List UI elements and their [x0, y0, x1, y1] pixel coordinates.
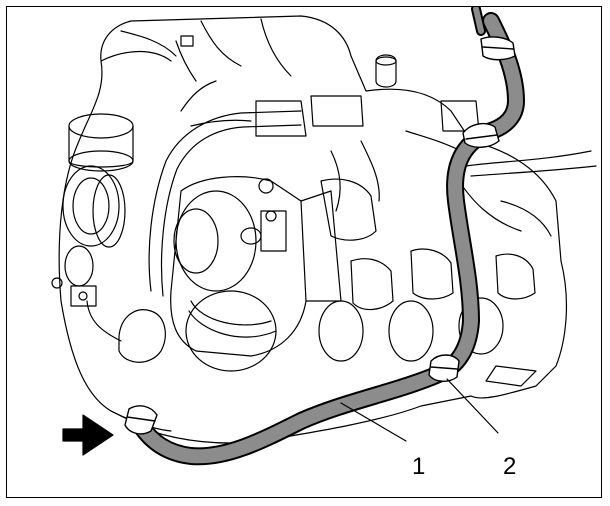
arrow-right-icon	[62, 414, 114, 456]
hose-fittings	[124, 36, 516, 435]
engine-illustration	[51, 7, 597, 466]
top-components	[175, 35, 480, 212]
leader-lines	[340, 378, 499, 442]
coolant-pipes	[86, 110, 302, 363]
actuator-housing	[170, 176, 342, 372]
hose-1	[132, 7, 525, 466]
diagram-frame: 1 2	[6, 6, 602, 498]
callout-2: 2	[503, 453, 517, 480]
pulley-stack	[51, 113, 134, 307]
callout-1: 1	[412, 453, 426, 480]
engine-block	[58, 15, 568, 444]
